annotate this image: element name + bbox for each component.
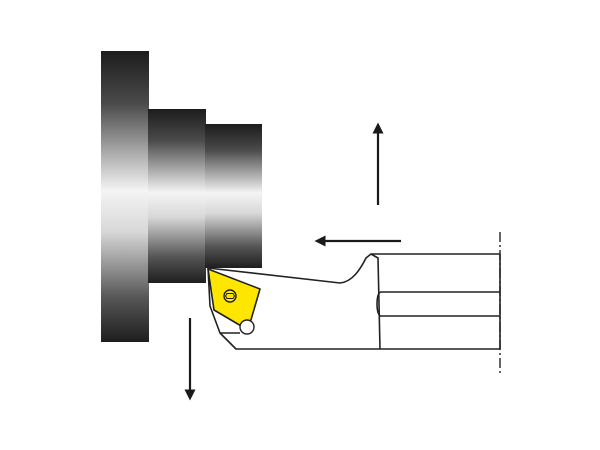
insert-relief-hole <box>239 319 255 335</box>
tool-holder-shank <box>207 253 501 350</box>
insert-clamp-screw <box>223 289 237 303</box>
chuck-flange <box>101 51 149 342</box>
workpiece-step <box>148 109 206 283</box>
workpiece-bore-section <box>205 124 262 268</box>
